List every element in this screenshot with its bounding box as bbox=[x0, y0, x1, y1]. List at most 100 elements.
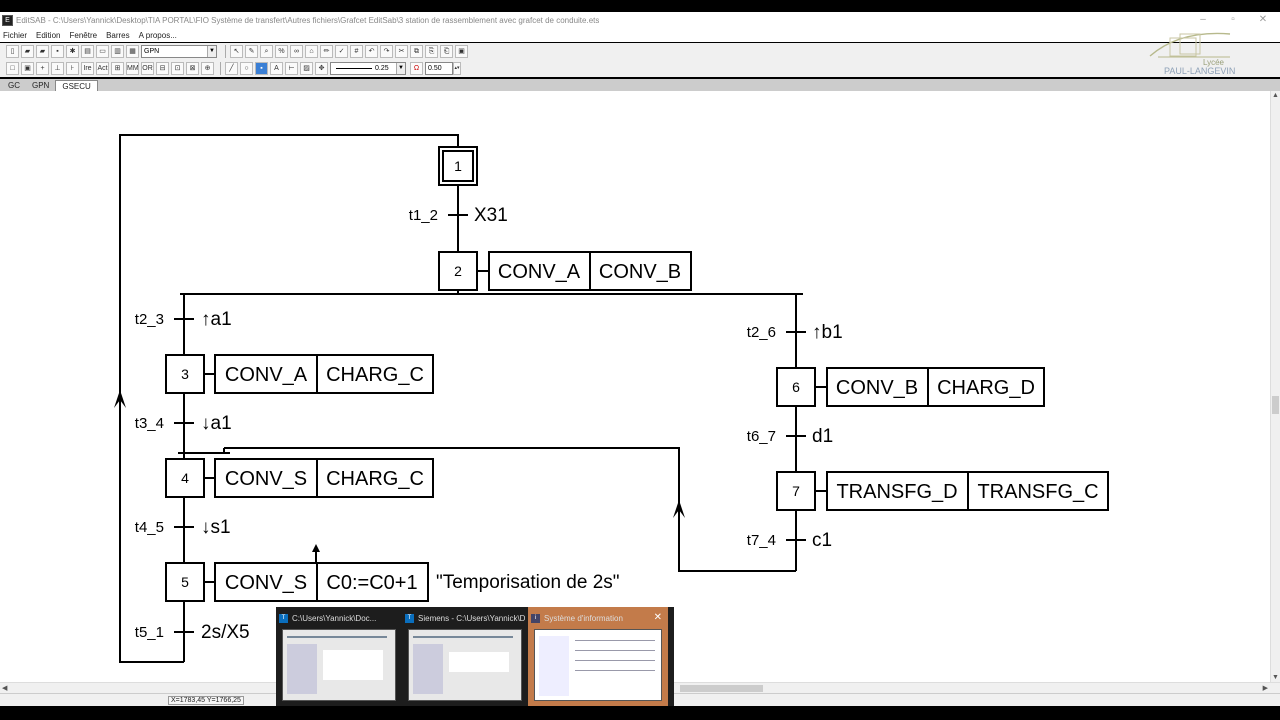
action-s2-a: CONV_A bbox=[498, 261, 581, 283]
image-icon[interactable]: ▨ bbox=[300, 62, 313, 75]
replace-icon[interactable]: % bbox=[275, 45, 288, 58]
paste-icon[interactable]: ⎘ bbox=[425, 45, 438, 58]
action-s5-a: CONV_S bbox=[225, 572, 307, 594]
close-icon[interactable]: ✕ bbox=[653, 612, 662, 623]
transition-t2-6-condition: ↑b1 bbox=[812, 322, 843, 343]
move-icon[interactable]: ✥ bbox=[315, 62, 328, 75]
save-icon[interactable]: ▪ bbox=[51, 45, 64, 58]
pencil-icon[interactable]: ✏ bbox=[320, 45, 333, 58]
print-icon[interactable]: ▭ bbox=[96, 45, 109, 58]
transition-t4-5-name: t4_5 bbox=[135, 519, 164, 536]
macro-step-icon[interactable]: MM bbox=[126, 62, 139, 75]
open-folder-icon[interactable]: ▰ bbox=[21, 45, 34, 58]
menu-a-propos[interactable]: A propos... bbox=[138, 30, 177, 40]
export-icon[interactable]: ▥ bbox=[111, 45, 124, 58]
settings-icon[interactable]: ✱ bbox=[66, 45, 79, 58]
encapsulation-icon[interactable]: ⊠ bbox=[186, 62, 199, 75]
print-preview-icon[interactable]: ▤ bbox=[81, 45, 94, 58]
menu-fenetre[interactable]: Fenêtre bbox=[69, 30, 98, 40]
fill-color-icon[interactable]: ▪ bbox=[255, 62, 268, 75]
transition-t5-1-name: t5_1 bbox=[135, 624, 164, 641]
check-icon[interactable]: ✓ bbox=[335, 45, 348, 58]
mode-select[interactable]: GPN ▼ bbox=[141, 45, 217, 58]
receptivity-icon[interactable]: ⊦ bbox=[66, 62, 79, 75]
action-icon[interactable]: Act bbox=[96, 62, 109, 75]
cut-icon[interactable]: ✂ bbox=[395, 45, 408, 58]
transition-icon[interactable]: + bbox=[36, 62, 49, 75]
grafcet-tabs: GC GPN GSECU bbox=[0, 79, 1280, 91]
grafcet-canvas[interactable]: 1 2 3 4 5 6 7 CONV_A CONV_B CONV_A CHARG… bbox=[0, 91, 1270, 682]
link-icon[interactable]: ∞ bbox=[290, 45, 303, 58]
menu-barres[interactable]: Barres bbox=[106, 30, 130, 40]
line-preview bbox=[336, 68, 372, 69]
action-s5-b: C0:=C0+1 bbox=[326, 572, 417, 594]
scroll-up-icon[interactable]: ▲ bbox=[1272, 92, 1279, 99]
window-thumbnail bbox=[534, 629, 662, 701]
receptivity-text-icon[interactable]: Ire bbox=[81, 62, 94, 75]
vertical-scrollbar[interactable]: ▲ ▼ bbox=[1270, 91, 1280, 682]
macro-icon[interactable]: ⊕ bbox=[201, 62, 214, 75]
close-button[interactable]: ✕ bbox=[1258, 14, 1268, 25]
new-file-icon[interactable]: ▯ bbox=[6, 45, 19, 58]
maximize-button[interactable]: ▫ bbox=[1231, 14, 1235, 25]
pointer-icon[interactable]: ↖ bbox=[230, 45, 243, 58]
vertical-scroll-thumb[interactable] bbox=[1272, 396, 1279, 414]
transition-t6-7-condition: d1 bbox=[812, 426, 833, 447]
eraser-icon[interactable]: ✎ bbox=[245, 45, 258, 58]
open-recent-icon[interactable]: ▰ bbox=[36, 45, 49, 58]
menu-fichier[interactable]: Fichier bbox=[3, 30, 28, 40]
tab-gpn[interactable]: GPN bbox=[32, 81, 50, 90]
action-s7-b: TRANSFG_C bbox=[977, 481, 1098, 503]
editsab-icon[interactable]: E bbox=[2, 14, 13, 26]
step-6-number: 6 bbox=[792, 379, 800, 395]
scroll-right-icon[interactable]: ▶ bbox=[1262, 685, 1268, 692]
clipboard-icon[interactable]: ▣ bbox=[455, 45, 468, 58]
text-arrow-icon[interactable]: ⊢ bbox=[285, 62, 298, 75]
grid-icon[interactable]: # bbox=[350, 45, 363, 58]
scroll-left-icon[interactable]: ◀ bbox=[2, 685, 8, 692]
tab-gsecu[interactable]: GSECU bbox=[55, 80, 98, 91]
tab-gc[interactable]: GC bbox=[8, 81, 20, 90]
tag-icon[interactable]: ⌂ bbox=[305, 45, 318, 58]
mode-select-value: GPN bbox=[144, 48, 160, 55]
menu-edition[interactable]: Edition bbox=[36, 30, 61, 40]
transition-t4-5-condition: ↓s1 bbox=[201, 517, 231, 538]
spin-arrows-icon[interactable]: ▴▾ bbox=[453, 62, 461, 75]
link-line-icon[interactable]: ⊥ bbox=[51, 62, 64, 75]
zoom-input[interactable]: 0.50 bbox=[425, 62, 453, 75]
magnet-icon[interactable]: Ω bbox=[410, 62, 423, 75]
text-icon[interactable]: A bbox=[270, 62, 283, 75]
redo-icon[interactable]: ↷ bbox=[380, 45, 393, 58]
minimize-button[interactable]: – bbox=[1200, 14, 1206, 25]
forcing-icon[interactable]: ⊡ bbox=[171, 62, 184, 75]
horizontal-scroll-thumb[interactable] bbox=[680, 685, 763, 692]
action-block-icon[interactable]: ⊞ bbox=[111, 62, 124, 75]
initial-step-icon[interactable]: ▣ bbox=[21, 62, 34, 75]
transition-t3-4-condition: ↓a1 bbox=[201, 413, 232, 434]
ellipse-icon[interactable]: ○ bbox=[240, 62, 253, 75]
or-divergence-icon[interactable]: OR bbox=[141, 62, 154, 75]
transition-bars bbox=[174, 214, 806, 633]
grafcet-diagram: 1 2 3 4 5 6 7 CONV_A CONV_B CONV_A CHARG… bbox=[114, 134, 1109, 663]
sysinfo-icon: i bbox=[531, 613, 540, 623]
line-width-select[interactable]: 0.25 ▼ bbox=[330, 62, 406, 75]
transition-t7-4-condition: c1 bbox=[812, 530, 832, 551]
line-draw-icon[interactable]: ╱ bbox=[225, 62, 238, 75]
transition-t2-6-name: t2_6 bbox=[747, 324, 776, 341]
and-divergence-icon[interactable]: ⊟ bbox=[156, 62, 169, 75]
zoom-value: 0.50 bbox=[428, 65, 442, 72]
window-thumbnail bbox=[282, 629, 396, 701]
lycee-langevin-logo: Lycée PAUL-LANGEVIN bbox=[1140, 28, 1240, 78]
copy-icon[interactable]: ⧉ bbox=[410, 45, 423, 58]
duplicate-icon[interactable]: ⎗ bbox=[440, 45, 453, 58]
undo-icon[interactable]: ↶ bbox=[365, 45, 378, 58]
properties-icon[interactable]: ▦ bbox=[126, 45, 139, 58]
zoom-icon[interactable]: ⌕ bbox=[260, 45, 273, 58]
transition-t1-2-name: t1_2 bbox=[409, 207, 438, 224]
step-icon[interactable]: □ bbox=[6, 62, 19, 75]
title-bar: E EditSAB - C:\Users\Yannick\Desktop\TIA… bbox=[0, 12, 1280, 28]
scroll-down-icon[interactable]: ▼ bbox=[1272, 674, 1279, 681]
